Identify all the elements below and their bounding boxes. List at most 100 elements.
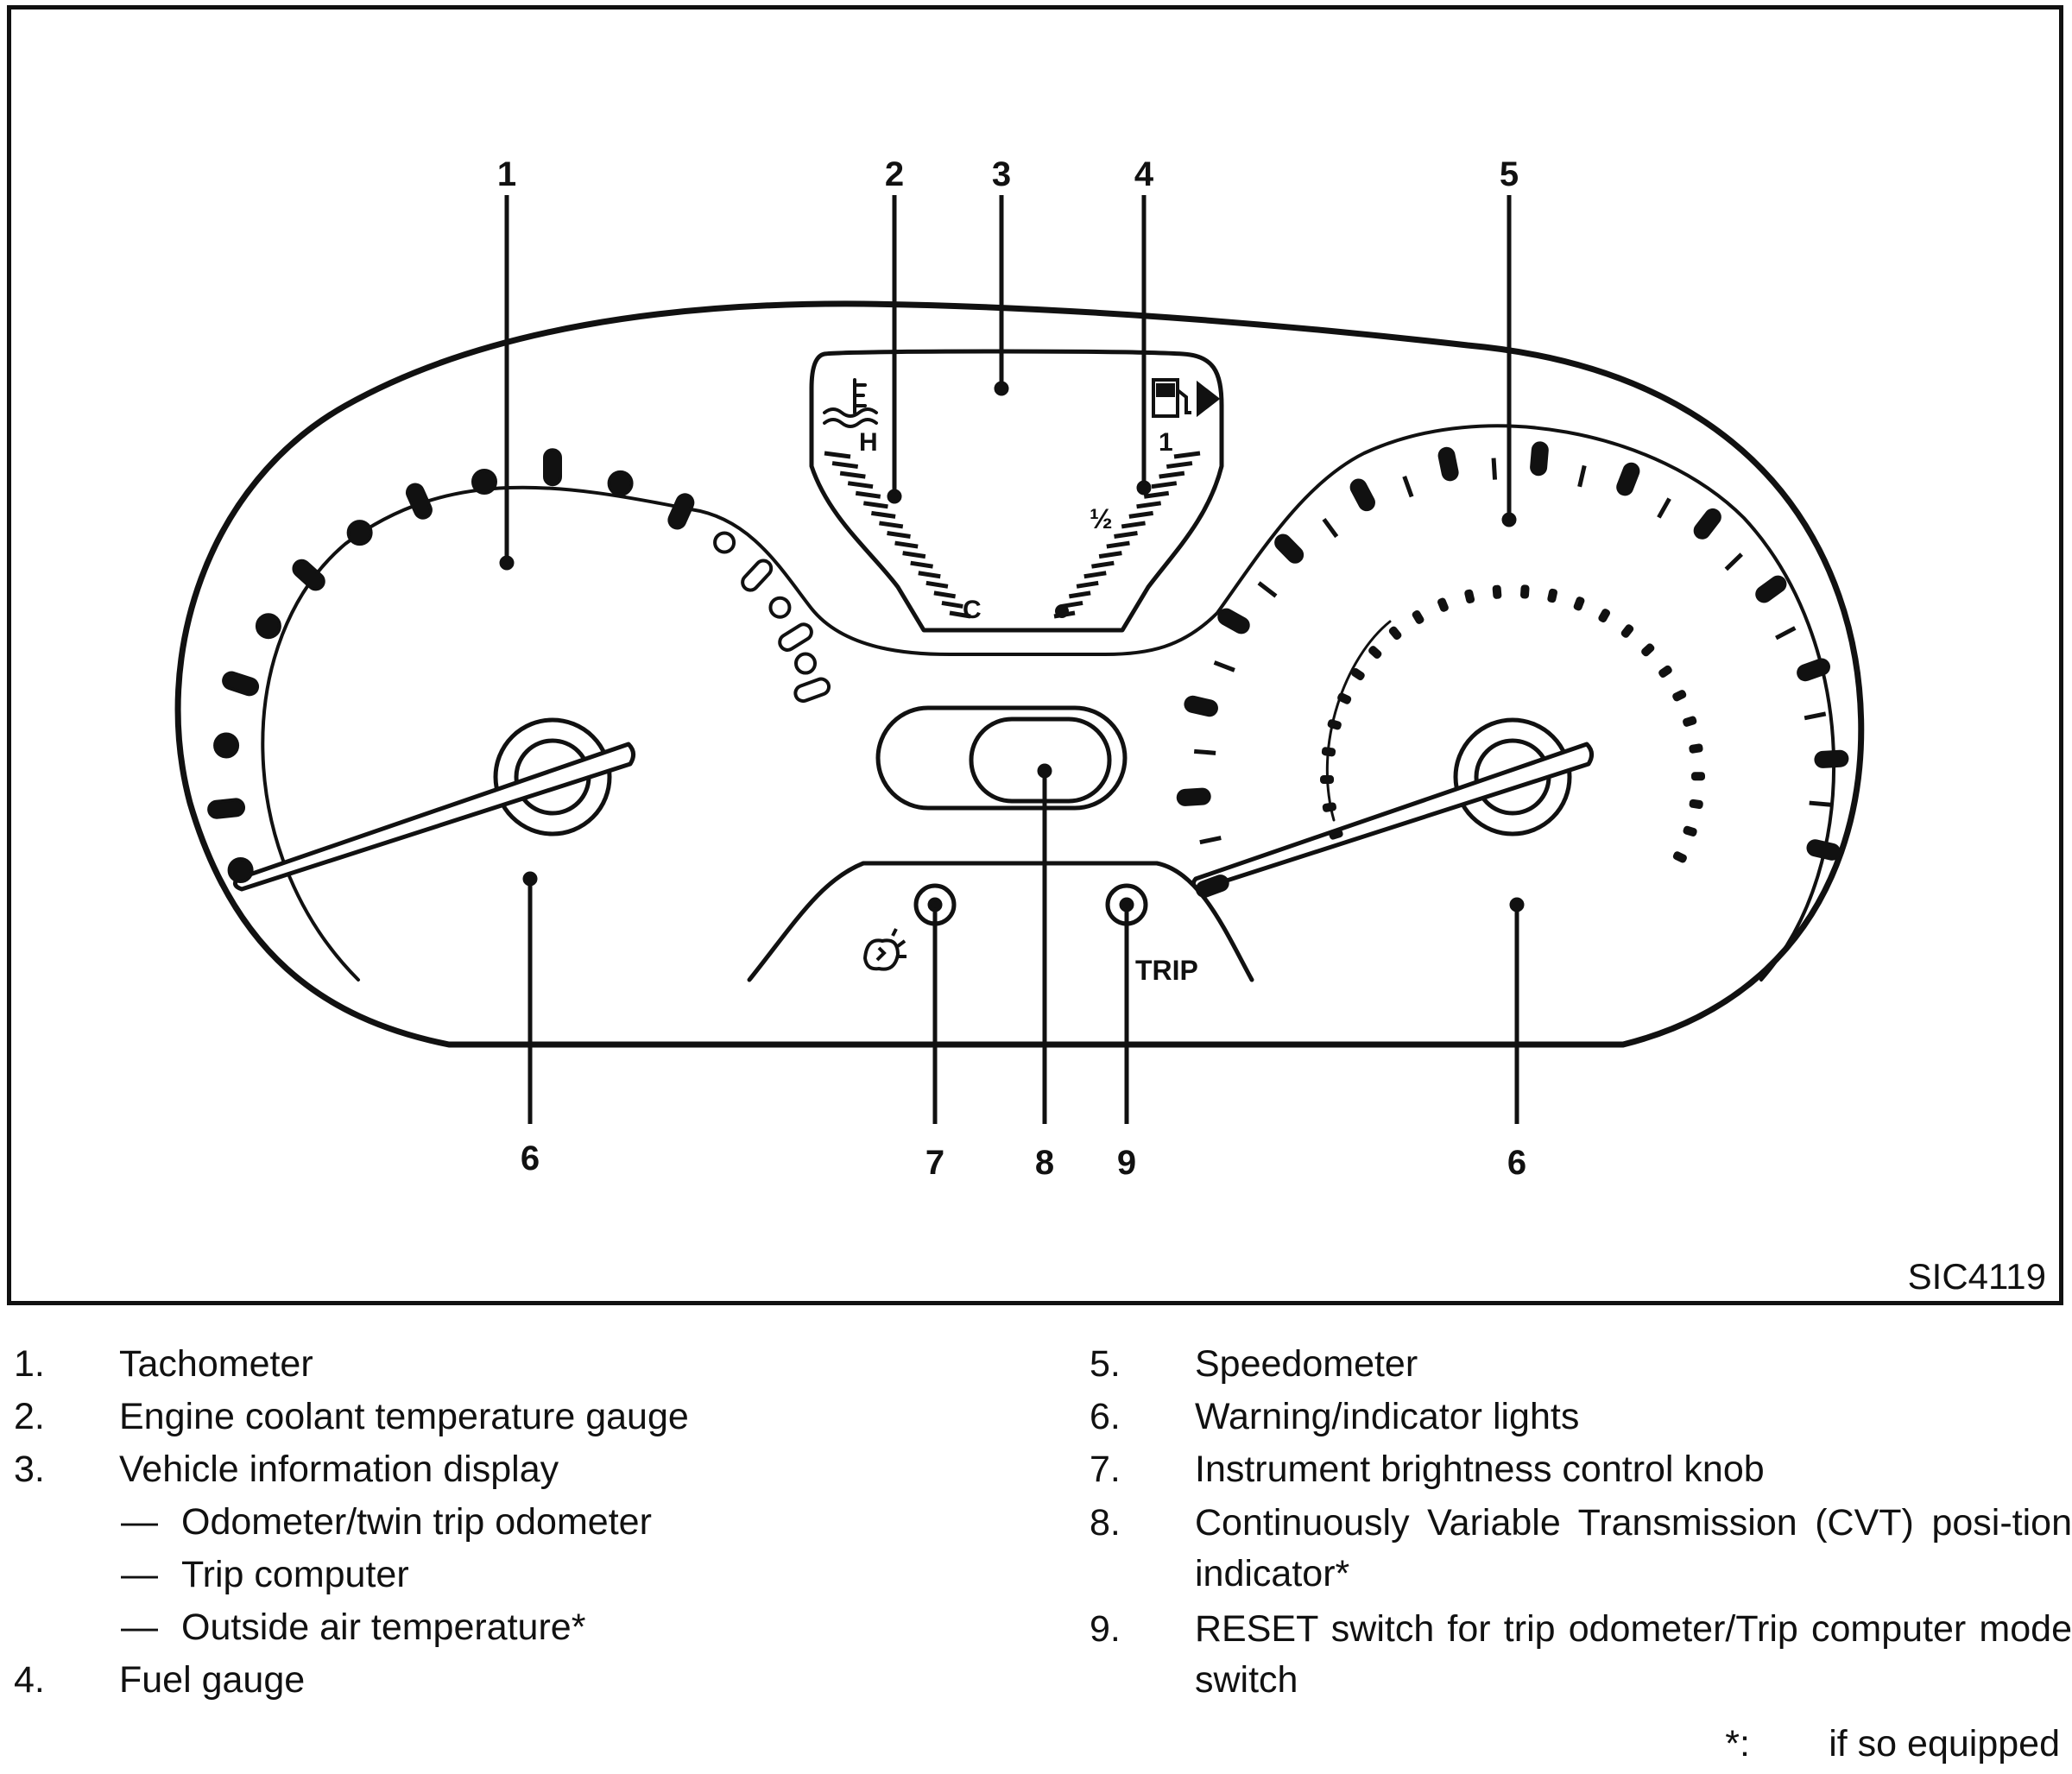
temperature-bar [902,551,926,559]
speedometer-tick [1657,497,1671,519]
tachometer-scale [207,448,831,884]
speedometer-tick [1402,476,1414,498]
speedometer-minor-tick [1620,624,1634,638]
cvt-indicator-outer [875,705,1128,811]
tachometer-tick [778,622,813,652]
speedometer-tick [1809,800,1831,807]
speedometer-tick [1193,748,1216,755]
temperature-bar [894,540,919,549]
legend-item: 3.Vehicle information display [14,1449,559,1491]
fuel-bar [1106,540,1130,549]
tachometer-needle [232,742,635,892]
callout-5: 5 [1500,155,1519,193]
callout-3: 3 [992,155,1011,193]
speedometer-tick [1724,552,1743,571]
tachometer-tick [768,596,792,619]
trip-button-label: TRIP [1135,955,1198,986]
tachometer-tick [255,613,281,640]
fuel-bar [1159,470,1185,479]
speedometer-tick [1616,462,1640,496]
speedometer-inner-scale [1320,584,1706,863]
callout-6-right: 6 [1507,1144,1526,1182]
speedometer-minor-tick [1690,772,1706,781]
speedometer-minor-tick [1351,667,1365,681]
temperature-bar [855,490,881,499]
fuel-bar [1128,510,1153,519]
speedometer-minor-tick [1547,588,1558,603]
fuel-bar [1143,490,1170,499]
fuel-bar [1166,461,1193,470]
tachometer-tick [405,483,433,520]
speedometer-tick [1274,533,1304,564]
speedometer-outer-scale [1176,441,1849,898]
speedometer-minor-tick [1683,716,1697,727]
legend-item: 7.Instrument brightness control knob [1090,1449,1765,1491]
callout-7: 7 [925,1144,944,1182]
legend-item: 2.Engine coolant temperature gauge [14,1396,689,1438]
fuel-full-label: 1 [1159,428,1173,457]
temperature-bar [879,521,904,529]
legend-item: 5.Speedometer [1090,1343,1418,1385]
legend-item: 1.Tachometer [14,1343,313,1385]
temperature-bar [887,531,911,539]
temperature-bar [839,470,866,479]
legend-item: 4.Fuel gauge [14,1659,306,1701]
speedometer-minor-tick [1492,584,1502,599]
tachometer-tick [207,798,246,819]
speedometer-minor-tick [1329,829,1343,840]
footnote: *:if so equipped [1725,1723,2060,1765]
speedometer-tick [1213,660,1235,672]
tachometer-tick [607,470,634,496]
callout-8: 8 [1035,1144,1054,1182]
leader-lines [499,195,1525,1124]
speedometer-minor-tick [1327,719,1342,730]
speedometer-tick [1176,787,1211,806]
speedometer-minor-tick [1412,609,1424,624]
tachometer-dial-arc [261,485,692,982]
speedometer-hub-outer [1453,717,1572,836]
fuel-bar [1091,560,1115,569]
fuel-empty-dot [1055,604,1069,618]
tachometer-tick [227,857,254,884]
temperature-bar [949,610,971,619]
center-gauge-window [809,349,1224,633]
legend-subitem: —Odometer/twin trip odometer [121,1501,652,1544]
brightness-icon [862,928,906,971]
speedometer-minor-tick [1368,646,1382,660]
speedometer-inner-arc [1325,620,1392,822]
fuel-bar-graph [1053,451,1201,619]
temp-cold-label: C [963,596,982,624]
speedometer-minor-tick [1337,692,1352,704]
cluster-outline [174,300,1865,1048]
callout-4: 4 [1134,155,1154,193]
fuel-pump-icon [1152,378,1221,418]
speedometer-minor-tick [1322,802,1336,812]
speedometer-tick [1184,695,1218,717]
cvt-indicator-inner [969,717,1112,804]
speedometer-minor-tick [1658,665,1672,679]
speedometer-tick [1797,658,1830,682]
speedometer-minor-tick [1437,597,1449,612]
fuel-bar [1083,571,1107,579]
fuel-bar [1173,451,1201,459]
temperature-bar [918,571,941,579]
legend-item: 6.Warning/indicator lights [1090,1396,1580,1438]
speedometer-tick [1195,874,1229,898]
tachometer-tick [222,671,260,697]
speedometer-tick [1257,581,1278,598]
tachometer-tick [667,493,695,530]
legend-subitem: —Trip computer [121,1554,409,1596]
speedometer-minor-tick [1641,643,1655,657]
fuel-half-label: ½ [1090,503,1113,534]
fuel-bar [1136,501,1162,509]
tachometer-tick [794,652,818,675]
legend-item: 9.RESET switch for trip odometer/Trip co… [1090,1607,2072,1701]
speedometer-tick [1577,464,1587,488]
speedometer-tick [1530,441,1549,477]
speedometer-minor-tick [1321,747,1336,757]
speedometer-minor-tick [1683,825,1697,836]
instrument-cluster-diagram: H C 1 ½ TRIP 1 2 3 4 5 6 6 7 8 9 [174,155,1865,1182]
speedometer-tick [1693,508,1721,540]
figure-frame [7,5,2063,1305]
speedometer-minor-tick [1672,690,1687,702]
